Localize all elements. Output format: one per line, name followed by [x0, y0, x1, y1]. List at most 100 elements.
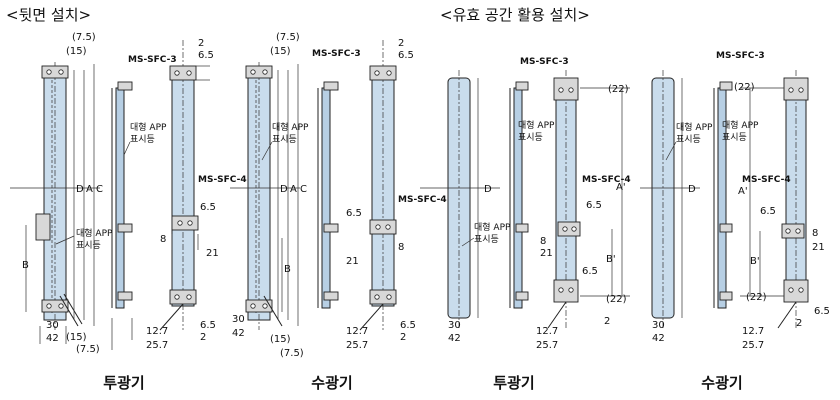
emitter-side-view	[115, 87, 125, 309]
cable	[59, 295, 79, 327]
dim-2-bottom: 2	[400, 332, 406, 343]
dim-6-5-mid: 6.5	[760, 206, 776, 217]
dim-c-label: C	[300, 184, 307, 195]
part-label-ms-sfc-4: MS-SFC-4	[582, 175, 631, 185]
group-rear-receiver: D A C B (7.5) (15) (15) (7.5) 30 42 대형 A…	[230, 32, 447, 359]
dim-25-7: 25.7	[536, 340, 558, 351]
dim-a-label: A	[290, 184, 297, 195]
indicator-label-line1: 대형 APP	[272, 122, 309, 133]
dim-d-label: D	[280, 184, 288, 195]
dim-6-5-bottom: 6.5	[200, 320, 216, 331]
dim-12-7: 12.7	[742, 326, 764, 337]
dim-2-bottom: 2	[796, 318, 802, 329]
dim-a-label: A	[86, 184, 93, 195]
indicator-label-line2: 표시등	[76, 240, 101, 251]
dim-b-prime: B'	[606, 254, 616, 265]
dim-8: 8	[398, 242, 404, 253]
dim-12-7: 12.7	[146, 326, 168, 337]
dim-15-top: (15)	[66, 46, 87, 57]
dim-15-bottom: (15)	[66, 332, 87, 343]
indicator-label-side-1: 대형 APP	[722, 120, 759, 131]
indicator-label-side-1: 대형 APP	[518, 120, 555, 131]
indicator-label-line1: 대형 APP	[474, 222, 511, 233]
dim-42: 42	[46, 333, 59, 344]
dim-6-5-bottom: 6.5	[814, 306, 830, 317]
ms-sfc-4-bracket	[171, 215, 199, 231]
dim-21: 21	[346, 256, 359, 267]
indicator-label-line2: 표시등	[474, 234, 499, 245]
dim-6-5-bottom: 6.5	[400, 320, 416, 331]
dim-8: 8	[540, 236, 546, 247]
dim-7-5-bottom: (7.5)	[76, 344, 100, 355]
indicator-label-side-1: 대형 APP	[130, 122, 167, 133]
dim-6-5-lower: 6.5	[582, 266, 598, 277]
caption-emitter-rear: 투광기	[103, 374, 145, 392]
dim-42: 42	[232, 328, 245, 339]
dim-30: 30	[448, 320, 461, 331]
dim-8: 8	[812, 228, 818, 239]
group-effective-emitter: D 30 42 대형 APP 표시등 대형 APP 표시등 12.7 25.7 …	[420, 57, 631, 351]
dim-6-5-top: 6.5	[198, 50, 214, 61]
dim-21: 21	[540, 248, 553, 259]
caption-receiver-rear: 수광기	[311, 374, 353, 392]
dim-21: 21	[206, 248, 219, 259]
dim-22-bottom: (22)	[606, 294, 627, 305]
dim-22-top: (22)	[608, 84, 629, 95]
dim-7-5-top: (7.5)	[276, 32, 300, 43]
dim-d-label: D	[76, 184, 84, 195]
dim-d-label: D	[688, 184, 696, 195]
heading-effective-space-installation: <유효 공간 활용 설치>	[440, 6, 590, 24]
indicator-label-side-2: 표시등	[722, 132, 747, 143]
dim-15-top: (15)	[270, 46, 291, 57]
dim-30: 30	[652, 320, 665, 331]
dim-6-5-mid: 6.5	[200, 202, 216, 213]
dim-22-top: (22)	[734, 82, 755, 93]
dim-d-label: D	[484, 184, 492, 195]
part-label-ms-sfc-3: MS-SFC-3	[716, 51, 765, 61]
indicator-label-side-2: 표시등	[130, 134, 155, 145]
dim-6-5-mid: 6.5	[586, 200, 602, 211]
dim-6-5-top: 6.5	[398, 50, 414, 61]
part-label-ms-sfc-4: MS-SFC-4	[398, 195, 447, 205]
dim-6-5-mid: 6.5	[346, 208, 362, 219]
dim-c-label: C	[96, 184, 103, 195]
part-label-ms-sfc-4: MS-SFC-4	[742, 175, 791, 185]
dim-b-prime: B'	[750, 256, 760, 267]
dim-2-top: 2	[198, 38, 204, 49]
dim-7-5-top: (7.5)	[72, 32, 96, 43]
dim-25-7: 25.7	[146, 340, 168, 351]
indicator-label-line2: 표시등	[676, 134, 701, 145]
dim-42: 42	[652, 333, 665, 344]
indicator-label-line2: 표시등	[272, 134, 297, 145]
dim-21: 21	[812, 242, 825, 253]
bottom-bracket	[41, 299, 69, 313]
dim-12-7: 12.7	[346, 326, 368, 337]
indicator-label-line1: 대형 APP	[676, 122, 713, 133]
group-effective-receiver: D 30 42 대형 APP 표시등 대형 APP 표시등 12.7 25.7 …	[640, 51, 830, 351]
dim-b-label: B	[284, 264, 291, 275]
dim-8: 8	[160, 234, 166, 245]
dim-a-prime: A'	[738, 186, 748, 197]
dim-30: 30	[46, 320, 59, 331]
part-label-ms-sfc-4: MS-SFC-4	[198, 175, 247, 185]
caption-receiver-effective: 수광기	[701, 374, 743, 392]
part-label-ms-sfc-3: MS-SFC-3	[128, 55, 177, 65]
dim-30: 30	[232, 314, 245, 325]
dim-b-label: B	[22, 260, 29, 271]
dim-22-bottom: (22)	[746, 292, 767, 303]
dim-15-bottom: (15)	[270, 334, 291, 345]
dim-2-bottom: 2	[604, 316, 610, 327]
dim-2-top: 2	[398, 38, 404, 49]
dim-12-7: 12.7	[536, 326, 558, 337]
indicator-label-line1: 대형 APP	[76, 228, 113, 239]
ms-sfc-3-bracket	[169, 65, 197, 81]
group-rear-emitter: D A C B (7.5) (15) (15) (7.5) 30 42 대형 A…	[10, 32, 247, 355]
mid-bracket	[35, 213, 51, 241]
top-bracket	[41, 65, 69, 79]
caption-emitter-effective: 투광기	[493, 374, 535, 392]
dim-7-5-bottom: (7.5)	[280, 348, 304, 359]
dim-25-7: 25.7	[742, 340, 764, 351]
dim-a-prime: A'	[616, 182, 626, 193]
dim-25-7: 25.7	[346, 340, 368, 351]
